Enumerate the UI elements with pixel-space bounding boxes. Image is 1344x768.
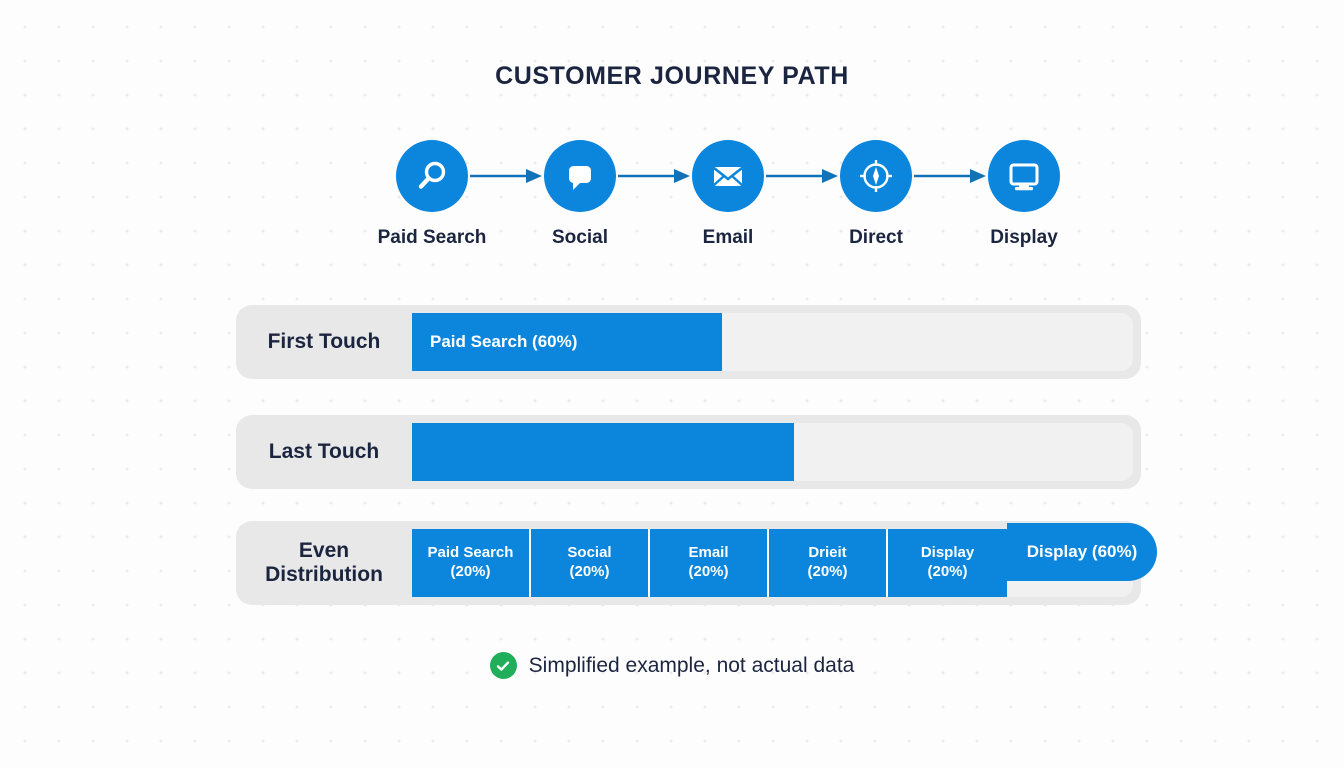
arrow-right-icon: [766, 169, 838, 183]
journey-node-label: Paid Search: [377, 227, 487, 248]
search-icon: [418, 161, 446, 189]
direct-icon-circle: [840, 140, 912, 212]
page-title: CUSTOMER JOURNEY PATH: [495, 62, 849, 90]
attribution-row-even-distribution: Even Distribution Paid Search(20%)Social…: [236, 521, 1157, 605]
even-distribution-segment[interactable]: Social(20%): [531, 529, 650, 597]
journey-connector-4: [914, 140, 986, 212]
email-icon-circle: [692, 140, 764, 212]
segment-channel: Drieit: [808, 544, 847, 562]
check-glyph: [496, 660, 510, 671]
journey-node-social[interactable]: Social: [520, 140, 640, 249]
last-touch-track: [412, 423, 1133, 481]
arrow-right-icon: [618, 169, 690, 183]
segment-channel: Paid Search: [427, 544, 514, 562]
journey-node-direct[interactable]: Direct: [816, 140, 936, 249]
journey-connector-2: [618, 140, 690, 212]
journey-connector-3: [766, 140, 838, 212]
first-touch-bar[interactable]: Paid Search (60%): [412, 313, 723, 371]
journey-node-paid-search[interactable]: Paid Search: [372, 140, 492, 249]
last-touch-bar[interactable]: [412, 423, 795, 481]
segment-value: (20%): [450, 563, 491, 580]
segment-value: (20%): [569, 563, 610, 580]
first-touch-bar-label: Paid Search (60%): [430, 332, 578, 351]
segment-channel: Email: [688, 544, 729, 562]
even-distribution-label: Even Distribution: [236, 539, 412, 586]
segment-channel: Display: [920, 544, 975, 562]
even-distribution-overlay-pill[interactable]: Display (60%): [1007, 523, 1157, 581]
segment-value: (20%): [807, 563, 848, 580]
attribution-row-last-touch: Last Touch: [236, 415, 1141, 489]
segment-channel: Social: [567, 544, 612, 562]
attribution-row-first-touch: First Touch Paid Search (60%): [236, 305, 1141, 379]
journey-node-email[interactable]: Email: [668, 140, 788, 249]
even-distribution-segment[interactable]: Paid Search(20%): [412, 529, 531, 597]
journey-path: Paid Search Social: [372, 140, 1060, 250]
social-icon-circle: [544, 140, 616, 212]
display-icon-circle: [988, 140, 1060, 212]
last-touch-label: Last Touch: [268, 440, 380, 464]
journey-node-display[interactable]: Display: [964, 140, 1084, 249]
journey-node-label: Display: [990, 227, 1058, 248]
even-distribution-segments: Paid Search(20%)Social(20%)Email(20%)Dri…: [412, 529, 1007, 597]
segment-value: (20%): [688, 563, 729, 580]
arrow-right-icon: [914, 169, 986, 183]
journey-node-label: Social: [552, 227, 608, 248]
compass-icon: [860, 160, 892, 192]
envelope-icon: [713, 166, 743, 186]
footnote-text: Simplified example, not actual data: [528, 653, 855, 677]
journey-connector-1: [470, 140, 542, 212]
chat-bubble-icon: [569, 166, 591, 190]
even-distribution-label-line1: Even: [298, 539, 350, 563]
footnote: Simplified example, not actual data: [0, 652, 1344, 679]
monitor-icon: [1009, 163, 1039, 191]
even-distribution-segment[interactable]: Drieit(20%): [769, 529, 888, 597]
journey-node-label: Direct: [849, 227, 903, 248]
segment-value: (20%): [927, 563, 968, 580]
journey-node-label: Email: [702, 227, 754, 248]
first-touch-track: Paid Search (60%): [412, 313, 1133, 371]
first-touch-label: First Touch: [267, 330, 381, 354]
even-distribution-segment[interactable]: Display(20%): [888, 529, 1007, 597]
paid-search-icon-circle: [396, 140, 468, 212]
even-distribution-track: Paid Search(20%)Social(20%)Email(20%)Dri…: [412, 523, 1157, 597]
even-distribution-segment[interactable]: Email(20%): [650, 529, 769, 597]
even-distribution-label-line2: Distribution: [265, 563, 383, 586]
arrow-right-icon: [470, 169, 542, 183]
check-circle-icon: [489, 652, 517, 679]
